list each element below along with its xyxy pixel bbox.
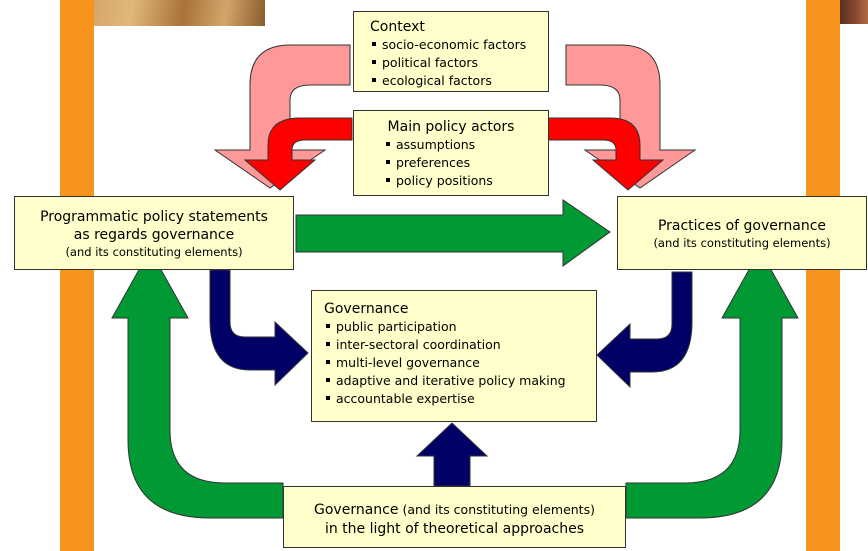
theory-line2: in the light of theoretical approaches bbox=[324, 521, 585, 537]
theoretical-approaches-box: Governance (and its constituting element… bbox=[283, 486, 626, 548]
context-box: Context socio-economic factors political… bbox=[353, 11, 549, 92]
theory-line1-note: (and its constituting elements) bbox=[398, 502, 595, 517]
practices-line1: Practices of governance bbox=[657, 218, 827, 234]
list-item: inter-sectoral coordination bbox=[326, 336, 596, 354]
red-arrow-right bbox=[544, 117, 665, 191]
green-arrow-horizontal bbox=[295, 199, 611, 267]
left-orange-pillar bbox=[60, 0, 94, 551]
practices-line2: (and its constituting elements) bbox=[653, 236, 831, 250]
list-item: political factors bbox=[372, 54, 548, 72]
list-item: preferences bbox=[386, 154, 548, 172]
navy-arrow-right bbox=[596, 271, 693, 389]
green-arrow-left-up bbox=[111, 248, 284, 519]
governance-list: public participation inter-sectoral coor… bbox=[324, 318, 596, 408]
programmatic-statements-box: Programmatic policy statements as regard… bbox=[14, 196, 294, 270]
theory-line1: Governance (and its constituting element… bbox=[288, 499, 621, 520]
list-item: adaptive and iterative policy making bbox=[326, 372, 596, 390]
green-arrow-right-up bbox=[625, 248, 799, 519]
navy-arrow-left bbox=[209, 269, 309, 387]
policy-actors-title: Main policy actors bbox=[387, 119, 515, 135]
programmatic-line2: as regards governance bbox=[73, 227, 235, 243]
theory-line1-main: Governance bbox=[314, 502, 399, 518]
right-orange-pillar bbox=[806, 0, 840, 551]
list-item: socio-economic factors bbox=[372, 36, 548, 54]
list-item: public participation bbox=[326, 318, 596, 336]
decorative-photo-strip-left bbox=[60, 0, 265, 26]
practices-box: Practices of governance (and its constit… bbox=[617, 196, 867, 270]
governance-title: Governance bbox=[324, 301, 409, 317]
list-item: multi-level governance bbox=[326, 354, 596, 372]
pink-arrow-left bbox=[213, 44, 351, 189]
list-item: ecological factors bbox=[372, 72, 548, 90]
programmatic-line1: Programmatic policy statements bbox=[40, 209, 268, 225]
pink-arrow-right bbox=[565, 44, 697, 189]
governance-box: Governance public participation inter-se… bbox=[311, 290, 597, 422]
list-item: policy positions bbox=[386, 172, 548, 190]
programmatic-line3: (and its constituting elements) bbox=[65, 245, 243, 259]
policy-actors-box: Main policy actors assumptions preferenc… bbox=[353, 110, 549, 196]
list-item: accountable expertise bbox=[326, 390, 596, 408]
navy-arrow-up bbox=[415, 422, 489, 487]
red-arrow-left bbox=[243, 117, 353, 191]
policy-actors-list: assumptions preferences policy positions bbox=[354, 136, 548, 190]
context-title: Context bbox=[370, 19, 425, 35]
context-list: socio-economic factors political factors… bbox=[370, 36, 548, 90]
list-item: assumptions bbox=[386, 136, 548, 154]
